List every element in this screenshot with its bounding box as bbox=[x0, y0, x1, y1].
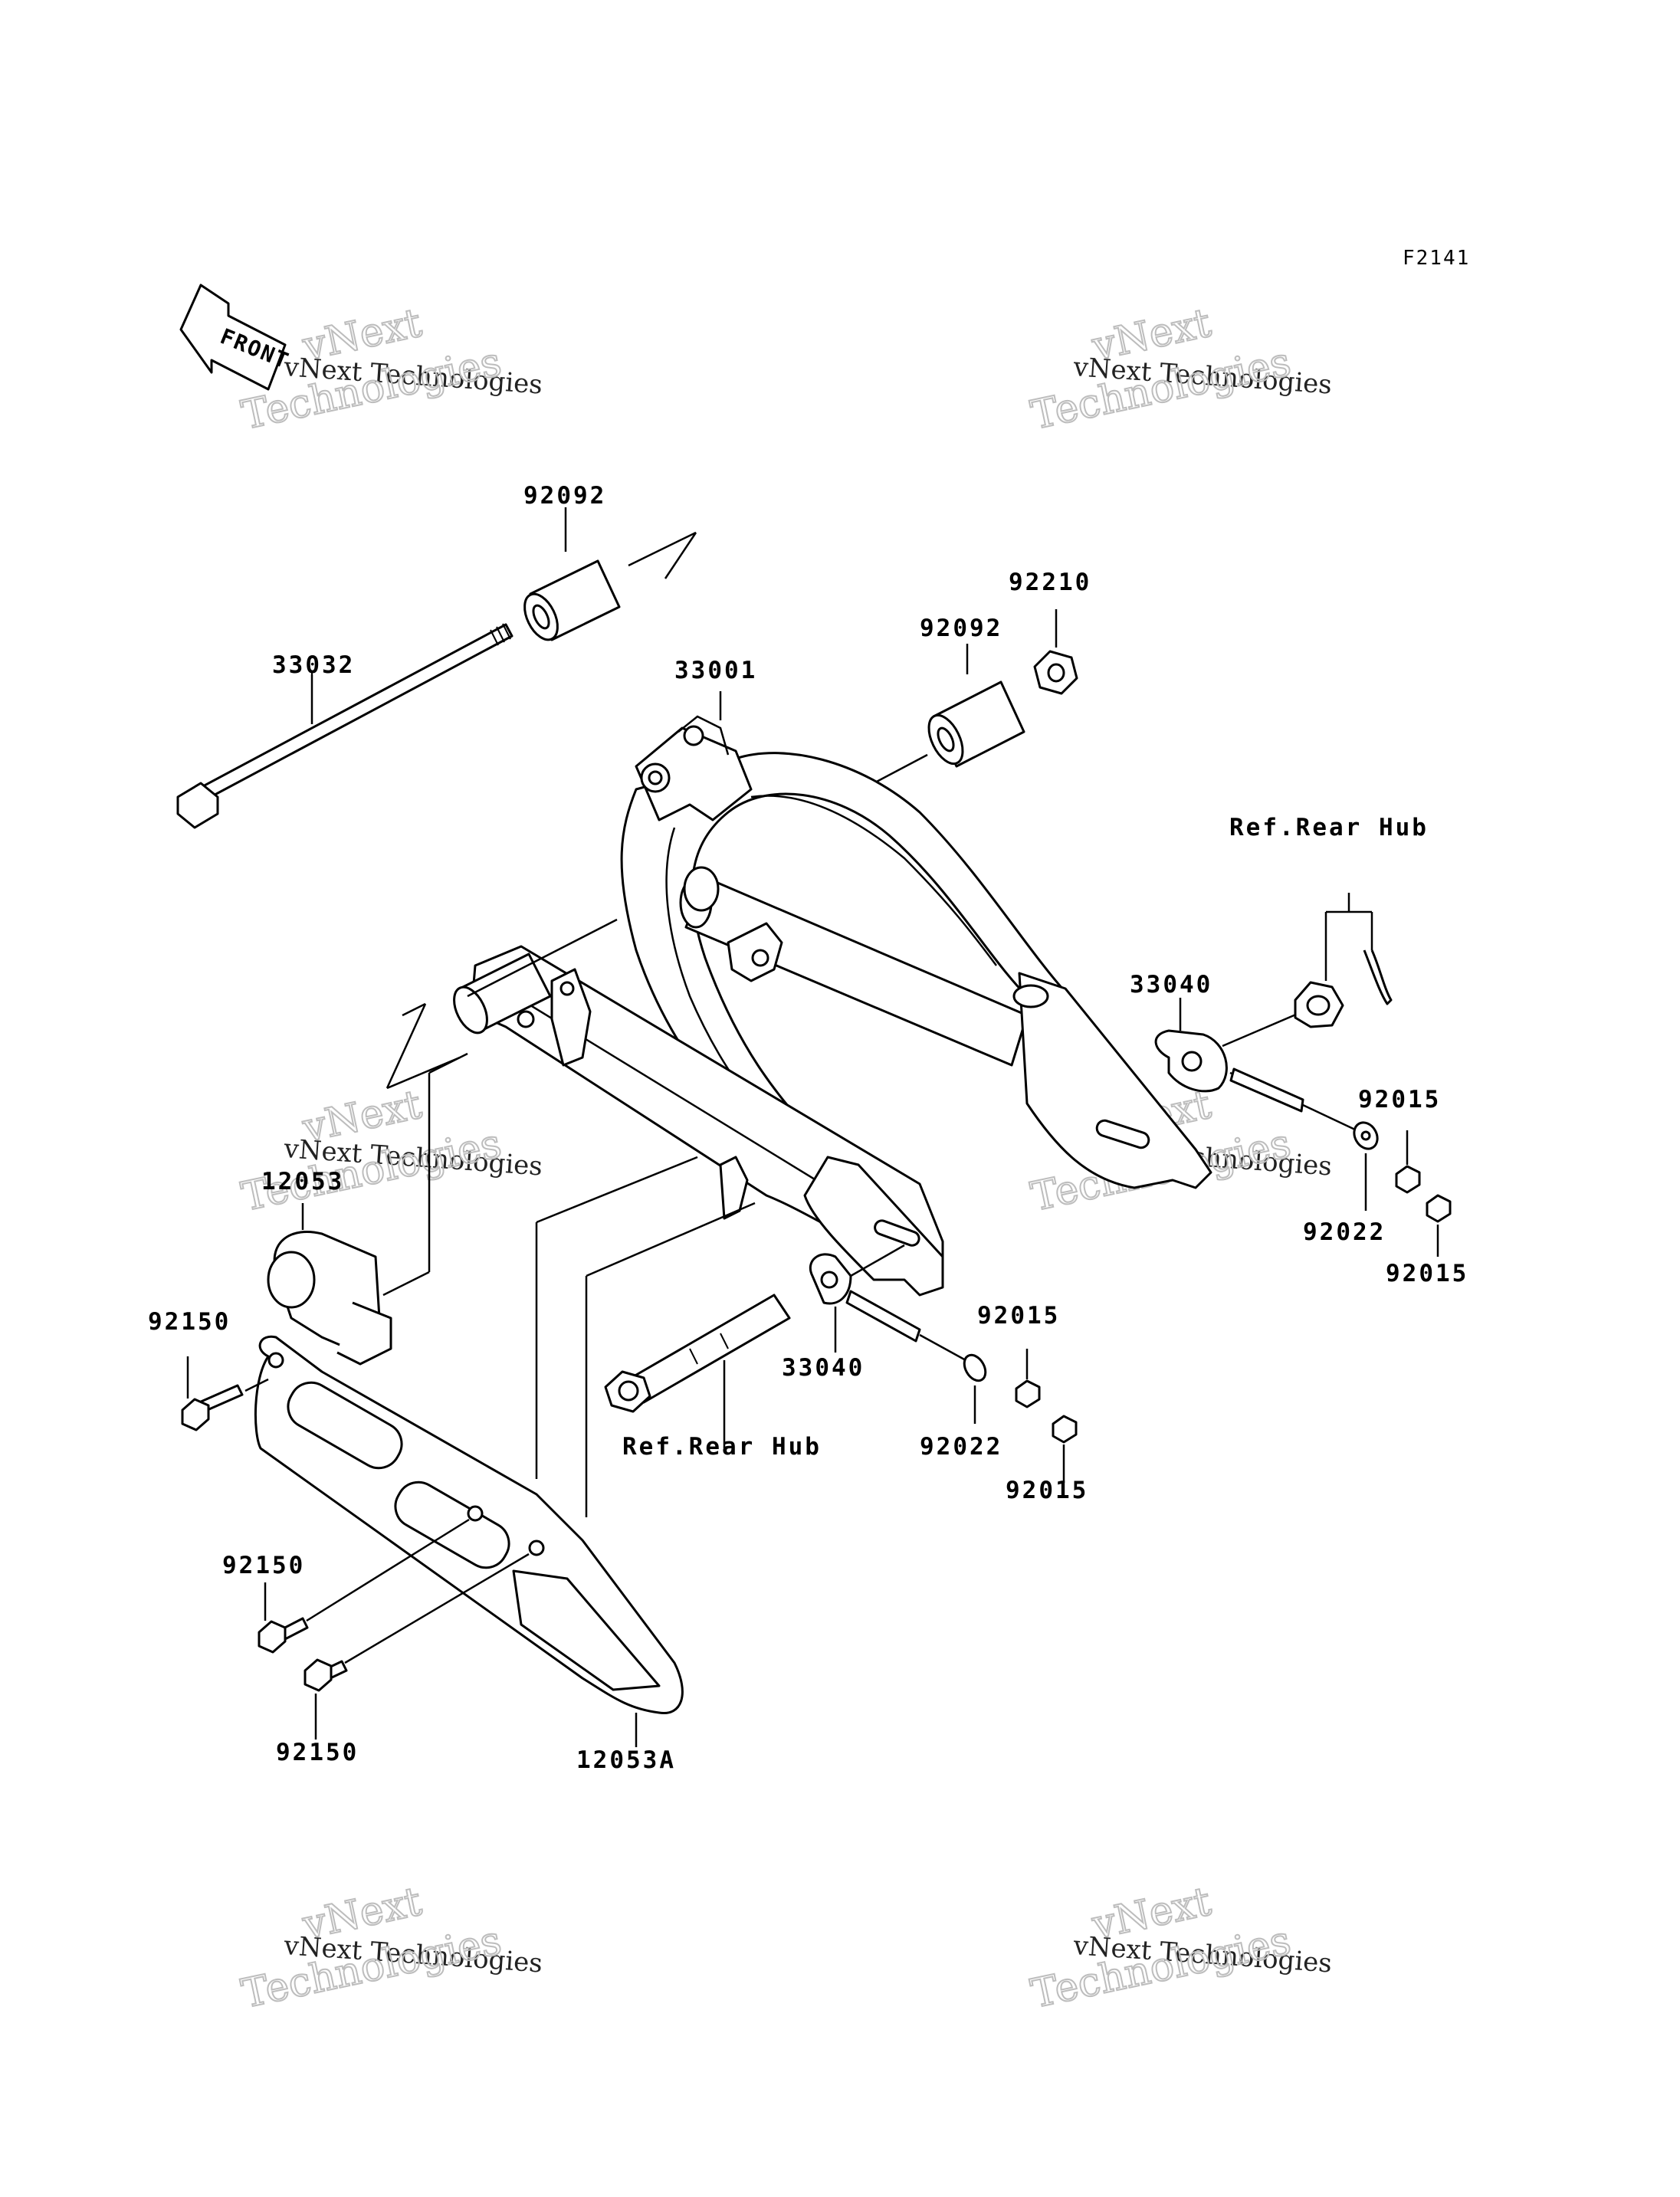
chain-guide-12053A bbox=[254, 1156, 756, 1747]
nut-92015-left-lower bbox=[1052, 1415, 1078, 1483]
label-92015-right-upper: 92015 bbox=[1358, 1086, 1441, 1113]
castle-nut bbox=[1294, 893, 1393, 1028]
label-33032: 33032 bbox=[272, 651, 355, 679]
label-ref-rear-hub-right: Ref.Rear Hub bbox=[1229, 814, 1429, 841]
rear-axle bbox=[604, 1294, 791, 1448]
label-92022-right: 92022 bbox=[1303, 1218, 1386, 1246]
bushing-92092-lower bbox=[873, 644, 1025, 785]
nut-92015-left-upper bbox=[1015, 1349, 1041, 1408]
bolt-92150-middle bbox=[258, 1518, 470, 1654]
label-33040-left: 33040 bbox=[782, 1354, 865, 1382]
label-92150-middle: 92150 bbox=[222, 1552, 305, 1579]
watermark-top-left: vNext Technologies vNext Technologies bbox=[237, 300, 543, 440]
label-92150-lower: 92150 bbox=[276, 1739, 359, 1766]
label-92015-left-upper: 92015 bbox=[977, 1302, 1060, 1330]
chain-adjuster-33040-left bbox=[809, 1244, 966, 1362]
front-arrow-icon: FRONT bbox=[179, 284, 294, 391]
label-92150-upper: 92150 bbox=[148, 1308, 231, 1336]
label-92022-left: 92022 bbox=[920, 1433, 1002, 1461]
label-12053A: 12053A bbox=[576, 1746, 676, 1774]
figure-code: F2141 bbox=[1403, 247, 1470, 270]
washer-92022-left bbox=[963, 1353, 987, 1424]
watermark-top-right: vNext Technologies vNext Technologies bbox=[1026, 300, 1333, 440]
chain-adjuster-33040-right bbox=[1154, 998, 1357, 1132]
label-33040-right: 33040 bbox=[1130, 971, 1212, 998]
label-92092-upper: 92092 bbox=[523, 482, 606, 510]
label-33001: 33001 bbox=[674, 657, 757, 684]
label-92015-right-lower: 92015 bbox=[1386, 1260, 1468, 1287]
nut-92015-right-upper bbox=[1395, 1130, 1421, 1194]
label-ref-rear-hub-left: Ref.Rear Hub bbox=[622, 1433, 822, 1461]
bracket-12053 bbox=[267, 1052, 468, 1366]
watermark-bottom-right: vNext Technologies vNext Technologies bbox=[1026, 1878, 1333, 2018]
swingarm-33001 bbox=[386, 691, 1212, 1297]
label-12053: 12053 bbox=[261, 1168, 344, 1195]
label-92210: 92210 bbox=[1009, 569, 1091, 596]
pivot-shaft-33032 bbox=[176, 623, 514, 829]
watermark-mid-left: vNext Technologies vNext Technologies bbox=[237, 1081, 543, 1221]
label-92015-left-lower: 92015 bbox=[1006, 1477, 1088, 1504]
nut-92015-right-lower bbox=[1426, 1194, 1452, 1257]
bolt-92150-upper bbox=[181, 1356, 269, 1431]
washer-92022-right bbox=[1353, 1121, 1379, 1211]
watermark-bottom-left: vNext Technologies vNext Technologies bbox=[237, 1878, 543, 2018]
bolt-92150-lower bbox=[304, 1553, 530, 1740]
bushing-92092-upper bbox=[523, 507, 697, 641]
nut-92210 bbox=[1033, 609, 1078, 695]
label-92092-lower: 92092 bbox=[920, 615, 1002, 642]
